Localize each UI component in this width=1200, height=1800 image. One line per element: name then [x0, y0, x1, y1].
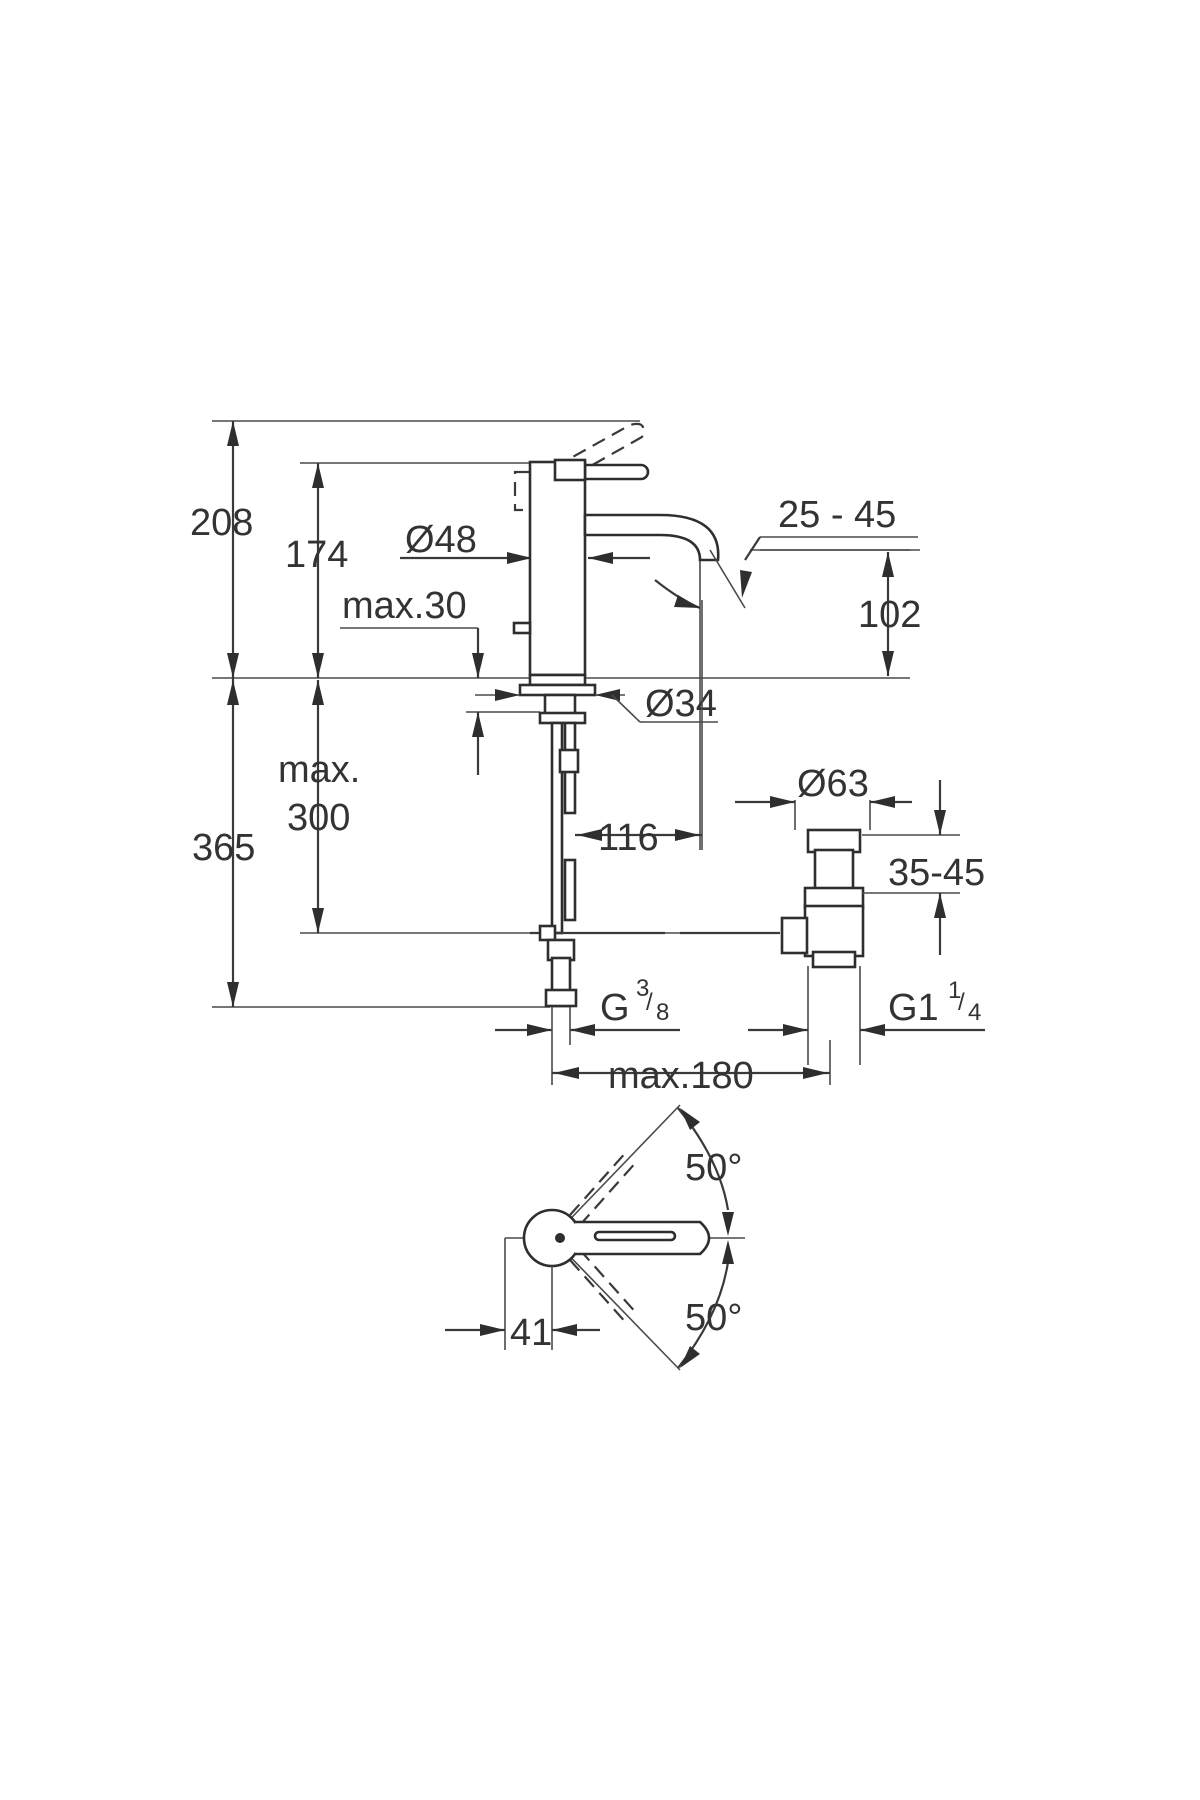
- dimension-max-width: [551, 1040, 831, 1085]
- dim-label-reach: 116: [598, 817, 659, 859]
- dim-label-spout-angle: 25 - 45: [778, 494, 896, 536]
- dimension-reach: [575, 600, 703, 850]
- top-view: [505, 1104, 745, 1371]
- dim-label-spout-height: 102: [858, 594, 921, 636]
- dimension-208: [227, 421, 239, 1007]
- dim-label-174: 174: [285, 534, 348, 576]
- dimension-spout-height: [882, 552, 894, 676]
- thread-label-waste: G1: [888, 987, 939, 1029]
- dimension-shank-diameter: [475, 689, 718, 723]
- dimension-spout-angle: [654, 536, 918, 610]
- dimension-max-deck: [340, 627, 540, 775]
- angle-label-upper: 50°: [685, 1147, 742, 1189]
- dimension-top-offset: [445, 1238, 600, 1350]
- dimension-174: [312, 463, 324, 933]
- dim-label-max-deck: max.30: [342, 585, 467, 627]
- thread-inlet-frac-sep: /: [646, 989, 653, 1016]
- dim-label-top-offset: 41: [510, 1312, 552, 1354]
- dim-label-max-300: 300: [287, 797, 350, 839]
- waste-assembly: [780, 828, 865, 1065]
- dim-label-waste-diameter: Ø63: [797, 763, 869, 805]
- thread-label-inlet: G: [600, 987, 630, 1029]
- thread-inlet-frac-den: 8: [656, 999, 669, 1026]
- dim-label-208: 208: [190, 502, 253, 544]
- dim-label-max-width: max.180: [608, 1055, 754, 1097]
- dim-label-waste-range: 35-45: [888, 852, 985, 894]
- dimension-inlet-thread: [495, 1007, 680, 1045]
- dimension-waste-thread: [748, 1024, 985, 1036]
- dimension-waste-range: [862, 780, 960, 955]
- dimension-body-diameter: [400, 552, 650, 564]
- thread-waste-frac-sep: /: [958, 989, 965, 1016]
- dimension-waste-diameter: [735, 796, 912, 830]
- thread-inlet-frac-num: 3: [636, 975, 649, 1002]
- dim-label-365: 365: [192, 827, 255, 869]
- faucet-body: [512, 422, 780, 1008]
- thread-waste-frac-num: 1: [948, 977, 961, 1004]
- thread-waste-frac-den: 4: [968, 999, 981, 1026]
- dim-label-shank-diameter: Ø34: [645, 683, 717, 725]
- angle-label-lower: 50°: [685, 1297, 742, 1339]
- dim-label-max-line1: max.: [278, 749, 360, 791]
- dim-label-body-diameter: Ø48: [405, 519, 477, 561]
